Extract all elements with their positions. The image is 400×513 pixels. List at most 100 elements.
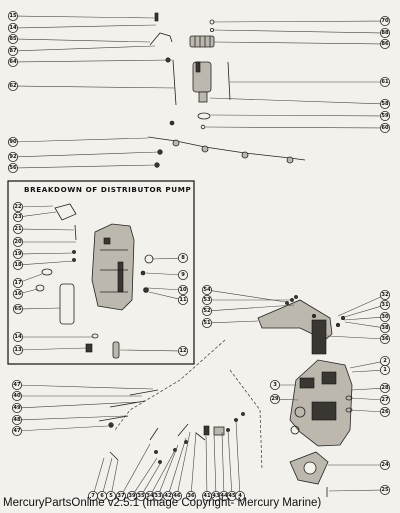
callout-bubble [177,284,188,295]
callout-leader-line [205,435,208,492]
callout-bubble [7,151,18,162]
screw-part-right [227,61,231,101]
callout-bubble [379,484,390,495]
callout-40: 40 [11,390,142,401]
callout-number: 14 [9,25,17,31]
callout-leader-line [147,287,179,291]
callout-27: 27 [349,394,390,405]
callout-bubble [379,322,390,333]
callout-bubble [379,39,390,50]
callout-number: 4 [238,493,242,499]
callout-number: 32 [381,292,389,298]
callout-number: 14 [14,334,22,340]
callout-leader-line [17,15,156,19]
callout-bubble [201,294,212,305]
callout-number: 29 [271,396,279,402]
callout-number: 40 [13,393,21,399]
callout-number: 6 [100,493,104,499]
callout-bubble [7,57,18,68]
callout-leader-line [21,384,154,390]
callout-number: 36 [381,336,389,342]
callout-number: 17 [14,280,22,286]
callout-leader-line [351,369,381,373]
long-bolt-part [172,59,177,106]
callout-bubble [379,27,390,38]
callout-leader-line [177,431,191,492]
callout-62: 62 [7,81,176,92]
callout-number: 92 [9,154,17,160]
callout-number: 31 [381,302,389,308]
callout-23: 23 [12,211,57,222]
callout-number: 15 [9,13,17,19]
lever-arm-part [311,319,327,355]
callout-85: 85 [7,34,151,45]
callout-leader-line [212,29,381,34]
callout-58: 58 [209,97,390,110]
callout-leader-line [22,307,61,310]
callout-bubble [7,10,18,21]
callout-bubble [269,379,280,390]
callout-38: 38 [344,321,390,333]
callout-number: 8 [181,255,185,261]
callout-leader-line [344,321,381,328]
callout-51: 51 [201,317,259,328]
callout-11: 11 [148,291,188,305]
callout-leader-line [326,335,381,340]
callout-number: 28 [381,385,389,391]
callout-number: 21 [14,226,22,232]
callout-leader-line [349,361,381,369]
callout-leader-line [122,443,151,493]
callout-25: 25 [328,484,390,495]
callout-56: 56 [7,162,157,173]
callout-number: 58 [381,101,389,107]
callout-leader-line [343,317,381,321]
callout-47: 47 [11,379,154,390]
callout-54: 54 [201,284,287,303]
callout-bubble [379,123,390,134]
callout-leader-line [169,437,187,492]
callout-leader-line [22,260,75,265]
callout-28: 28 [351,382,390,393]
callout-number: 53 [203,297,211,303]
callout-bubble [106,490,117,501]
callout-number: 42 [164,493,172,499]
callout-leader-line [227,429,233,492]
callout-bubble [379,15,390,26]
callout-59: 59 [210,111,390,122]
callout-leader-line [21,425,109,432]
inset-title: BREAKDOWN OF DISTRIBUTOR PUMP [24,185,191,194]
callout-leader-line [102,457,113,492]
callout-bubble [7,81,18,92]
callout-number: 27 [381,397,389,403]
callout-leader-line [349,397,381,401]
callout-24: 24 [328,459,390,470]
callout-bubble [7,34,18,45]
callout-22: 22 [12,201,54,212]
callout-41: 41 [201,435,212,501]
callout-70: 70 [212,15,390,26]
callout-number: 51 [203,320,211,326]
callout-52: 52 [201,304,295,316]
callout-leader-line [21,415,126,421]
callout-leader-line [119,349,179,352]
callout-number: 2 [383,358,387,364]
callout-bubble [12,344,23,355]
callout-leader-line [22,252,75,255]
fuel-rail-part [147,136,306,161]
callout-65: 65 [12,303,61,314]
callout-bubble [12,303,23,314]
callout-bubble [379,299,390,310]
screw-part [154,12,159,22]
callout-14: 14 [12,331,94,342]
callout-bubble [379,311,390,322]
callout-leader-line [145,272,179,276]
callout-bubble [171,490,182,501]
bracket-part [149,32,173,46]
valve-body-part [192,61,212,93]
callout-leader-line [111,459,119,492]
callout-bubble [12,211,23,222]
callout-bubble [177,294,188,305]
callout-7: 7 [88,457,105,501]
callout-bubble [116,490,127,501]
callout-number: 24 [381,462,389,468]
